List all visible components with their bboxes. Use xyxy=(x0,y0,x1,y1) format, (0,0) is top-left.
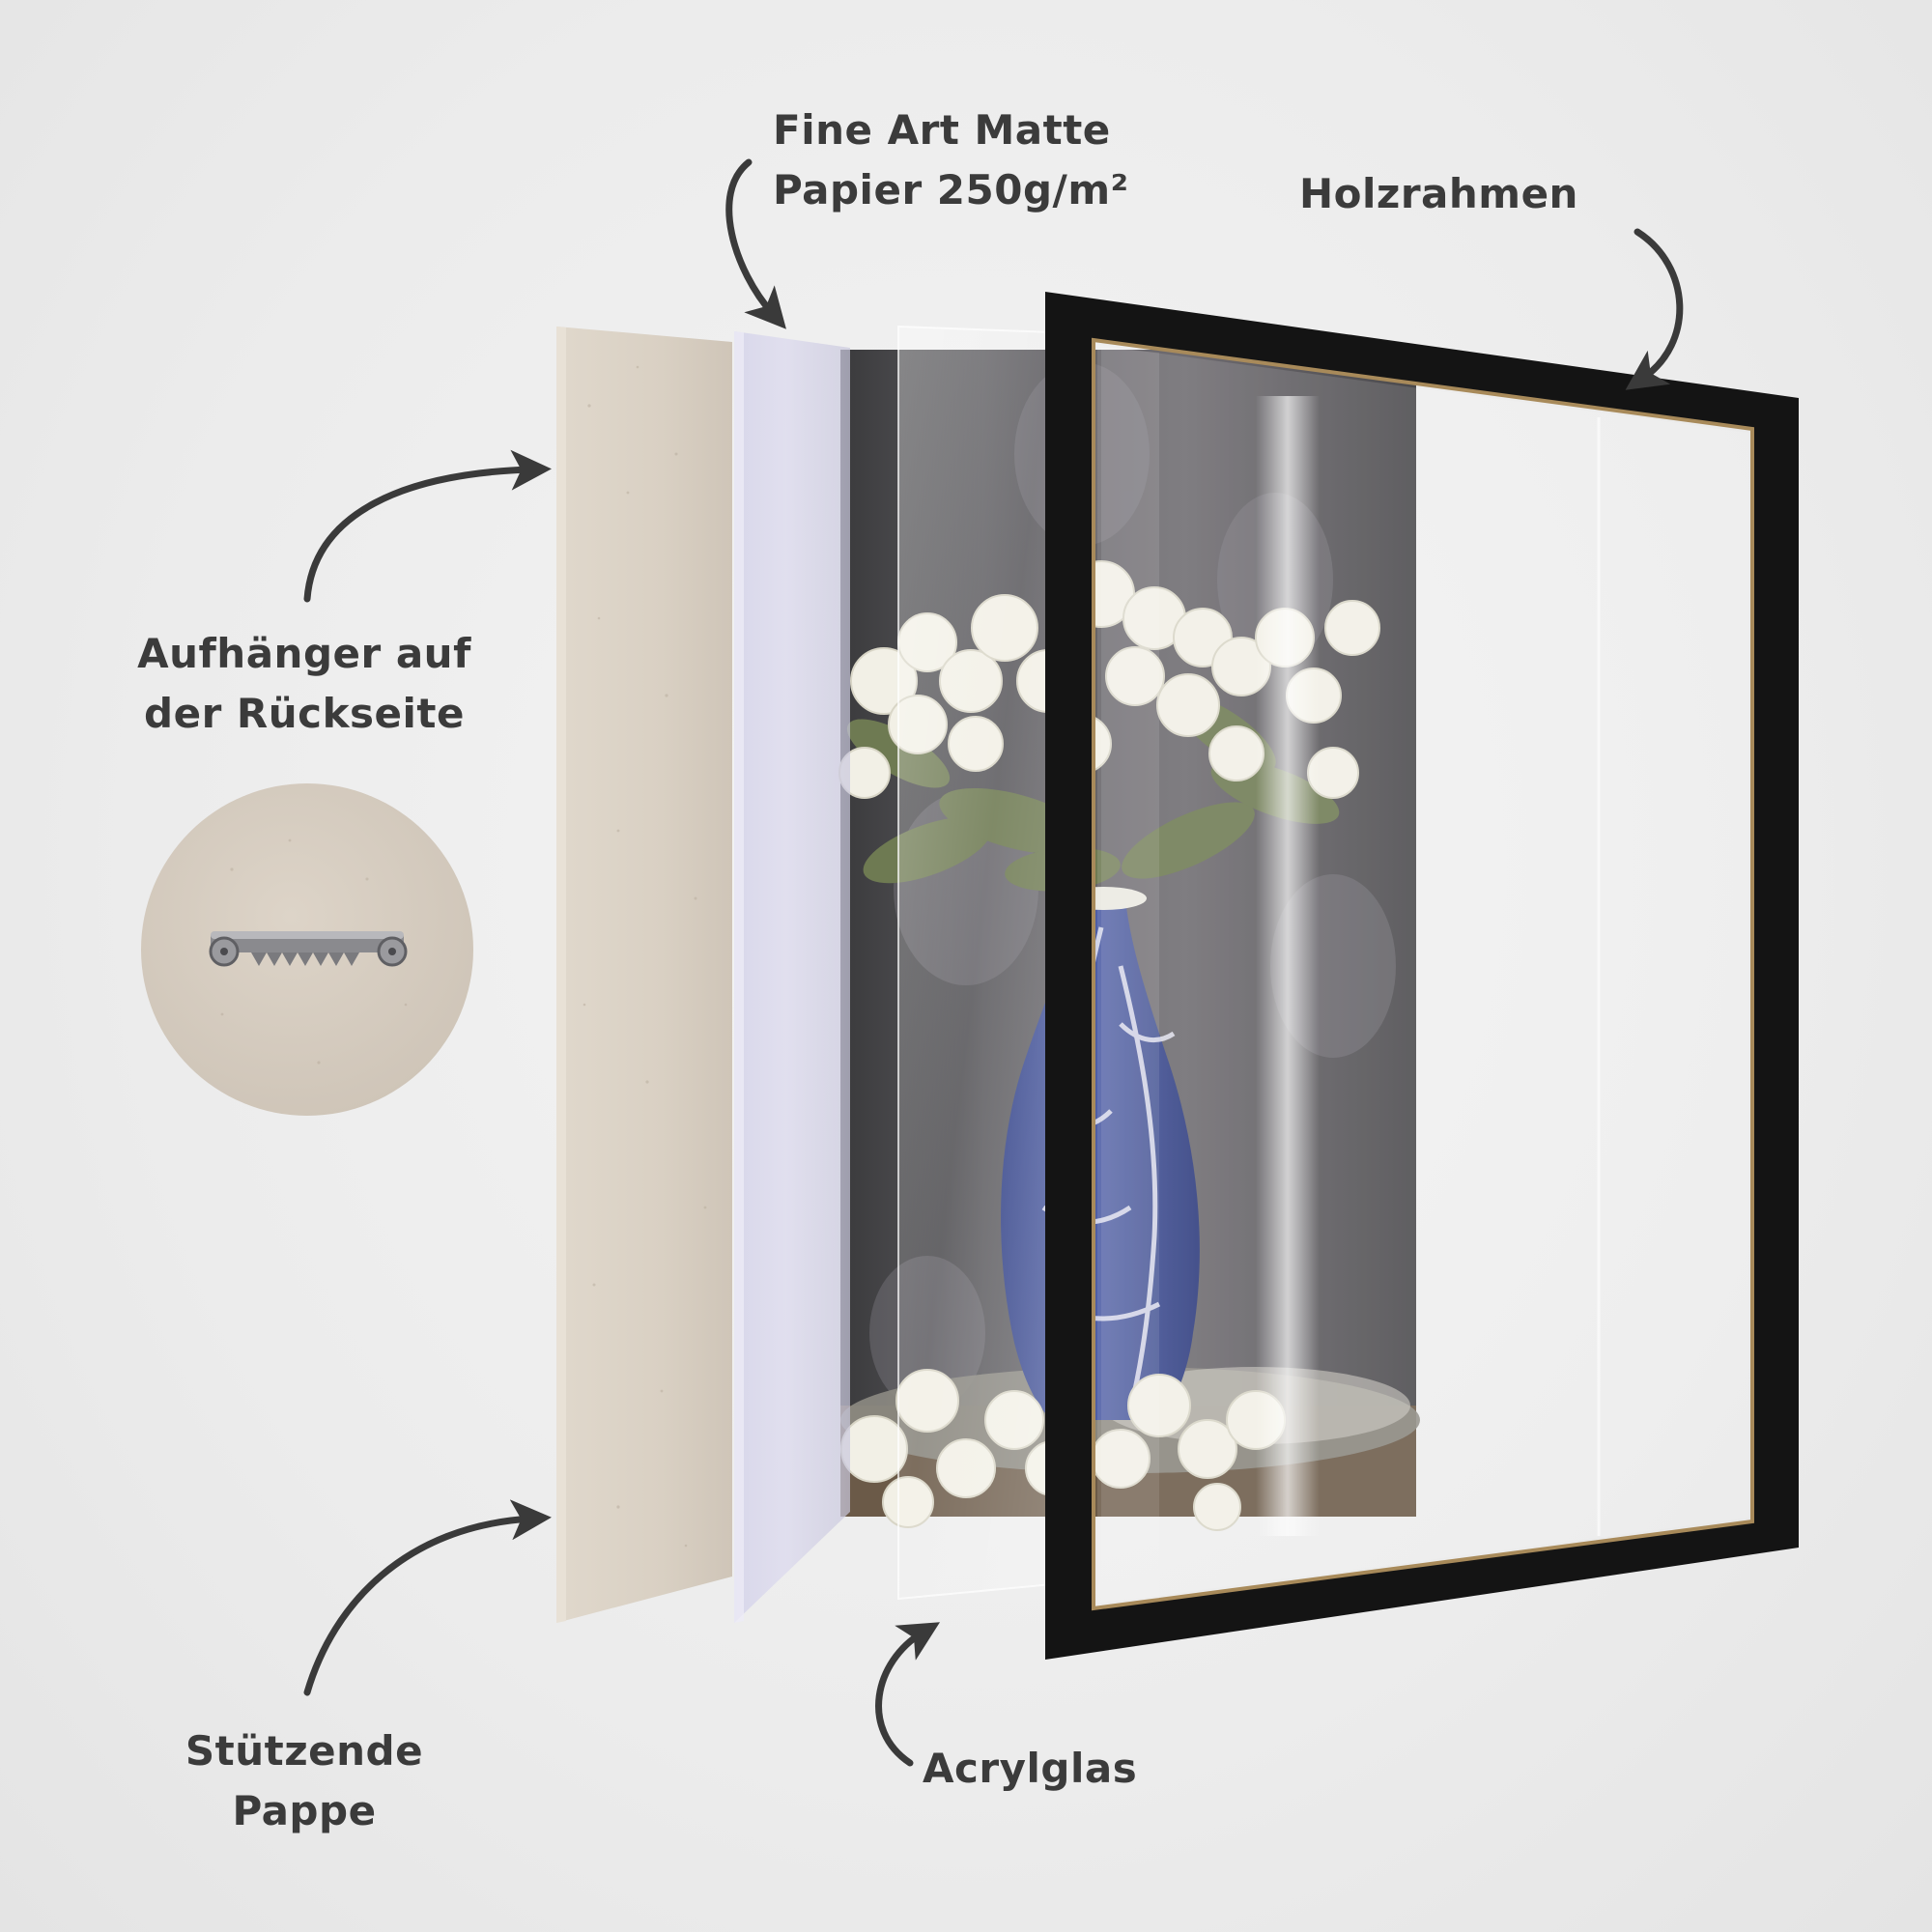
label-acrylic-glass-line1: Acrylglas xyxy=(923,1745,1138,1792)
label-cardboard-backing-line2: Pappe xyxy=(232,1787,377,1834)
arrow-backing xyxy=(303,1499,552,1696)
label-cardboard-backing: Stützende Pappe xyxy=(145,1721,464,1841)
fine-art-paper-sheet xyxy=(734,331,850,1623)
label-hanger-line1: Aufhänger auf xyxy=(137,630,471,677)
cardboard-backing xyxy=(556,327,732,1623)
label-cardboard-backing-line1: Stützende xyxy=(185,1727,424,1775)
label-hanger-line2: der Rückseite xyxy=(144,690,465,737)
wooden-frame xyxy=(1045,292,1799,1660)
sawtooth-hanger-icon xyxy=(209,931,408,967)
label-wooden-frame: Holzrahmen xyxy=(1299,164,1578,224)
label-wooden-frame-line1: Holzrahmen xyxy=(1299,170,1578,217)
label-fine-art-paper-line1: Fine Art Matte xyxy=(773,106,1111,154)
label-fine-art-paper-line2: Papier 250g/m² xyxy=(773,166,1129,213)
label-fine-art-paper: Fine Art Matte Papier 250g/m² xyxy=(773,100,1129,220)
arrow-paper xyxy=(725,158,786,329)
arrow-hanger xyxy=(303,449,552,603)
label-acrylic-glass: Acrylglas xyxy=(923,1739,1137,1799)
arrow-acrylic xyxy=(875,1622,940,1767)
label-hanger: Aufhänger auf der Rückseite xyxy=(106,624,502,744)
acrylic-glass-sheet xyxy=(897,325,1320,1601)
hanger-detail-circle xyxy=(141,783,473,1116)
arrow-frame xyxy=(1625,228,1684,390)
